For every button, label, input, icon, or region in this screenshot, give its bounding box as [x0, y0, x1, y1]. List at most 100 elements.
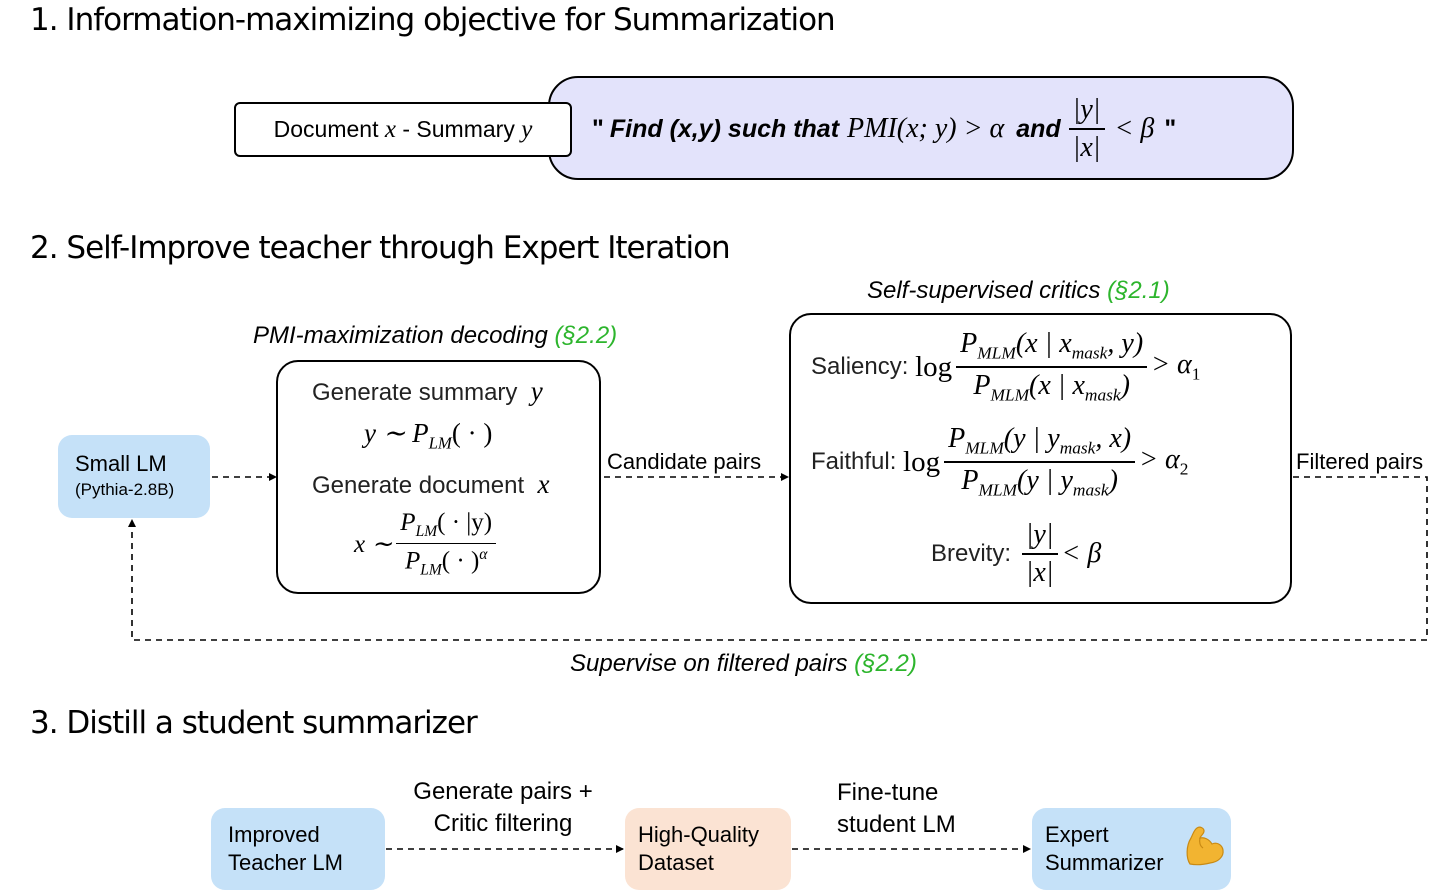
filtered-pairs-label: Filtered pairs: [1296, 449, 1424, 474]
doc-x: x: [384, 115, 396, 143]
saliency-den-sub: MLM: [990, 385, 1030, 405]
brevity-fraction: |y| |x|: [1021, 519, 1058, 589]
brevity-relation: < β: [1061, 538, 1102, 569]
faithful-num-sub: MLM: [965, 439, 1004, 458]
teacher-line2: Teacher LM: [228, 850, 343, 875]
expert-summarizer-box: Expert Summarizer: [1032, 808, 1231, 890]
teacher-line1: Improved: [228, 822, 320, 847]
gen-document-x: x: [537, 469, 550, 499]
step1-line1: Generate pairs +: [413, 778, 593, 805]
faithful-row: Faithful: log PMLM(y | ymask, x) PMLM(y …: [811, 417, 1188, 507]
doc-den-p: P: [404, 547, 421, 575]
ratio-fraction: |y| |x|: [1068, 94, 1105, 164]
objective-and: and: [1016, 114, 1061, 143]
saliency-den-p: P: [973, 370, 991, 401]
doc-mid: - Summary: [395, 116, 522, 142]
expert-line2: Summarizer: [1045, 850, 1164, 875]
faithful-log: log: [903, 445, 941, 478]
faithful-num: PMLM(y | ymask, x): [944, 423, 1136, 463]
arrow-feedback-loop: [128, 476, 1428, 641]
critics-title: Self-supervised critics: [867, 277, 1101, 304]
high-quality-dataset-box: High-Quality Dataset: [625, 808, 791, 890]
critics-box: [789, 313, 1292, 604]
step2-label: Fine-tune student LM: [837, 777, 956, 841]
step1-label: Generate pairs + Critic filtering: [403, 776, 603, 840]
summary-formula-tail: ( · ): [451, 418, 493, 448]
saliency-num-sub2: mask: [1071, 344, 1108, 363]
document-summary-box: Document x - Summary y: [234, 102, 572, 157]
supervise-label: Supervise on filtered pairs (§2.2): [570, 650, 917, 678]
faithful-num-sub2: mask: [1059, 439, 1096, 458]
saliency-rel-sub: 1: [1191, 364, 1201, 384]
supervise-text: Supervise on filtered pairs: [570, 650, 848, 677]
critics-header: Self-supervised critics (§2.1): [867, 277, 1170, 305]
faithful-den-tail: (y | y: [1017, 465, 1073, 496]
summary-formula-sub: LM: [428, 433, 452, 453]
saliency-num-sub: MLM: [977, 344, 1016, 363]
ratio-denominator: |x|: [1072, 132, 1101, 163]
doc-formula-fraction: PLM( · |y) PLM( · )α: [396, 508, 497, 579]
brevity-label: Brevity:: [931, 540, 1018, 567]
section3-title: 3. Distill a student summarizer: [30, 705, 478, 741]
candidate-pairs-label: Candidate pairs: [607, 449, 762, 474]
saliency-num-tail: (x | x: [1015, 328, 1072, 360]
saliency-log: log: [915, 350, 953, 383]
faithful-den-sub: MLM: [978, 480, 1018, 500]
doc-prefix: Document: [273, 116, 385, 142]
saliency-den-sub2: mask: [1084, 385, 1121, 405]
faithful-den: PMLM(y | ymask): [944, 463, 1135, 501]
doc-num-p: P: [400, 508, 416, 536]
summary-formula-main: y ∼ P: [364, 418, 429, 448]
saliency-label: Saliency:: [811, 353, 916, 380]
dataset-line1: High-Quality: [638, 822, 760, 847]
faithful-num-end: , x): [1095, 423, 1132, 455]
document-formula: x ∼ PLM( · |y) PLM( · )α: [354, 508, 500, 580]
faithful-den-sub2: mask: [1072, 480, 1109, 500]
quote-close: ": [1164, 114, 1177, 143]
saliency-num: PMLM(x | xmask, y): [956, 328, 1148, 368]
saliency-num-p: P: [960, 328, 978, 360]
doc-num-tail: ( · |y): [437, 508, 493, 536]
saliency-den-tail: (x | x: [1029, 370, 1085, 401]
saliency-den-end: ): [1120, 370, 1130, 401]
saliency-relation: > α1: [1151, 349, 1200, 385]
saliency-num-end: , y): [1107, 328, 1144, 360]
decoding-box: [276, 360, 601, 594]
dataset-line2: Dataset: [638, 850, 714, 875]
brevity-num: |y|: [1021, 519, 1058, 555]
summary-formula: y ∼ PLM( · ): [364, 418, 492, 453]
small-lm-box: Small LM (Pythia-2.8B): [58, 435, 210, 518]
quote-open: ": [592, 114, 604, 143]
doc-formula-lhs: x ∼: [354, 531, 393, 558]
faithful-fraction: PMLM(y | ymask, x) PMLM(y | ymask): [944, 423, 1136, 501]
step1-line2: Critic filtering: [433, 810, 573, 837]
section2-title: 2. Self-Improve teacher through Expert I…: [30, 230, 731, 266]
expert-line1: Expert: [1045, 822, 1109, 847]
gen-document-label: Generate document: [312, 472, 531, 499]
doc-y: y: [521, 115, 533, 143]
doc-den-sub: LM: [420, 561, 442, 579]
ratio-numerator: |y|: [1068, 94, 1105, 130]
pmi-expression: PMI(x; y) > α: [847, 113, 1005, 144]
objective-statement: " Find (x,y) such that PMI(x; y) > α and…: [592, 88, 1176, 170]
faithful-label: Faithful:: [811, 448, 904, 475]
doc-num-sub: LM: [415, 522, 438, 540]
decoding-header: PMI-maximization decoding (§2.2): [253, 322, 617, 350]
gen-summary-label: Generate summary: [312, 379, 525, 406]
objective-box: [548, 76, 1294, 180]
saliency-den: PMLM(x | xmask): [956, 368, 1147, 406]
faithful-den-p: P: [961, 465, 979, 496]
faithful-den-end: ): [1108, 465, 1118, 496]
flexed-biceps-icon: [1186, 826, 1224, 866]
gen-summary-y: y: [530, 376, 543, 406]
step2-line2: student LM: [837, 811, 956, 838]
small-lm-name: Small LM: [75, 451, 167, 476]
doc-den-sup: α: [479, 545, 488, 563]
objective-text: Find (x,y) such that: [609, 114, 840, 143]
gen-document-line: Generate document x: [312, 469, 549, 500]
doc-den-tail: ( · ): [441, 547, 480, 575]
saliency-row: Saliency: log PMLM(x | xmask, y) PMLM(x …: [811, 322, 1200, 412]
faithful-relation: > α2: [1139, 444, 1188, 480]
gen-summary-line: Generate summary y: [312, 376, 543, 407]
